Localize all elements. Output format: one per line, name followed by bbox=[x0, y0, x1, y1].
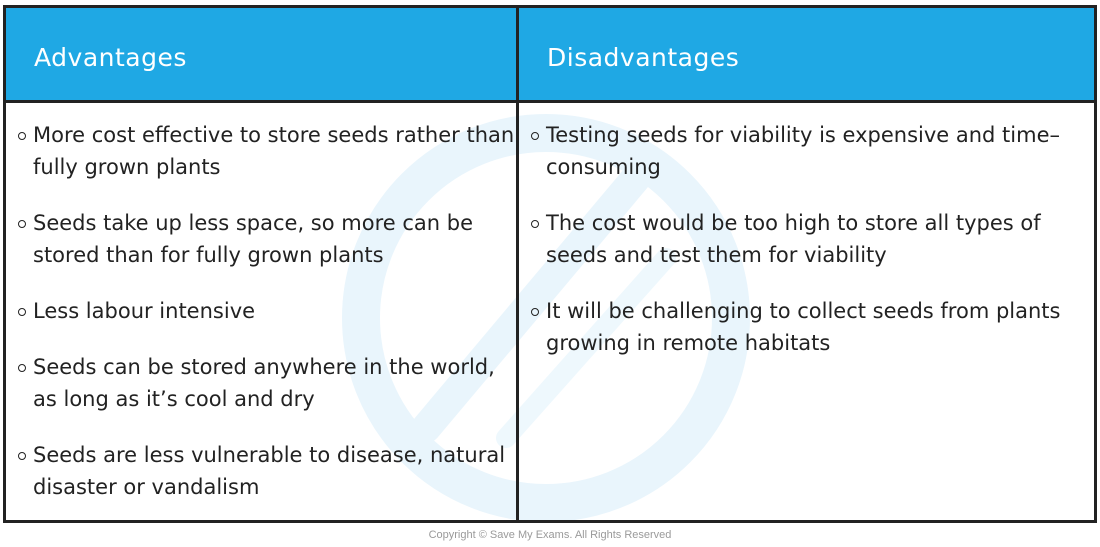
copyright-notice: Copyright © Save My Exams. All Rights Re… bbox=[428, 529, 672, 541]
advantage-item: Seeds can be stored anywhere in the worl… bbox=[18, 351, 516, 415]
advantages-list: More cost effective to store seeds rathe… bbox=[18, 119, 516, 503]
advantage-item: Seeds are less vulnerable to disease, na… bbox=[18, 439, 516, 503]
disadvantages-list: Testing seeds for viability is expensive… bbox=[531, 119, 1094, 359]
disadvantage-item: Testing seeds for viability is expensive… bbox=[531, 119, 1094, 183]
disadvantage-text: It will be challenging to collect seeds … bbox=[546, 299, 1061, 355]
advantage-text: Seeds are less vulnerable to disease, na… bbox=[33, 443, 506, 499]
advantage-text: Seeds can be stored anywhere in the worl… bbox=[33, 355, 495, 411]
bullet-icon bbox=[531, 220, 539, 228]
advantage-item: More cost effective to store seeds rathe… bbox=[18, 119, 516, 183]
advantage-item: Less labour intensive bbox=[18, 295, 516, 327]
advantages-heading: Advantages bbox=[34, 42, 187, 72]
bullet-icon bbox=[18, 132, 26, 140]
advantage-text: More cost effective to store seeds rathe… bbox=[33, 123, 515, 179]
bullet-icon bbox=[18, 452, 26, 460]
comparison-table: Advantages Disadvantages More cost effec… bbox=[3, 5, 1097, 523]
disadvantage-item: The cost would be too high to store all … bbox=[531, 207, 1094, 271]
disadvantage-text: The cost would be too high to store all … bbox=[546, 211, 1041, 267]
advantages-cell: More cost effective to store seeds rathe… bbox=[6, 103, 519, 520]
bullet-icon bbox=[18, 308, 26, 316]
advantage-item: Seeds take up less space, so more can be… bbox=[18, 207, 516, 271]
advantages-header: Advantages bbox=[6, 8, 519, 103]
disadvantage-text: Testing seeds for viability is expensive… bbox=[546, 123, 1060, 179]
disadvantages-header: Disadvantages bbox=[519, 8, 1094, 103]
disadvantages-cell: Testing seeds for viability is expensive… bbox=[519, 103, 1094, 520]
disadvantages-heading: Disadvantages bbox=[547, 42, 740, 72]
advantage-text: Less labour intensive bbox=[33, 299, 256, 323]
advantage-text: Seeds take up less space, so more can be… bbox=[33, 211, 473, 267]
disadvantage-item: It will be challenging to collect seeds … bbox=[531, 295, 1094, 359]
bullet-icon bbox=[18, 220, 26, 228]
bullet-icon bbox=[531, 308, 539, 316]
bullet-icon bbox=[531, 132, 539, 140]
bullet-icon bbox=[18, 364, 26, 372]
